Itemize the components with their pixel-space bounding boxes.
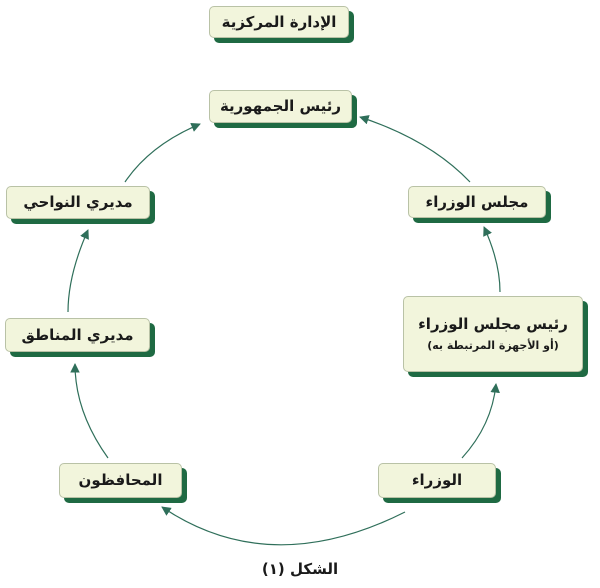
- region-directors-label: مديري المناطق: [21, 325, 134, 344]
- arrow-pm-to-council: [483, 226, 501, 293]
- president-label: رئيس الجمهورية: [219, 97, 342, 116]
- prime-minister-sub-label: (أو الأجهزة المرتبطة به): [427, 338, 559, 352]
- figure-caption: الشكل (١): [261, 560, 339, 578]
- arrow-council-to-president: [359, 115, 471, 183]
- prime-minister-box: رئيس مجلس الوزراء (أو الأجهزة المرتبطة ب…: [403, 296, 583, 372]
- district-directors-label: مديري النواحي: [23, 193, 133, 212]
- president-box: رئيس الجمهورية: [209, 90, 352, 123]
- arrow-ministers-to-pm: [461, 383, 500, 459]
- arrow-regions-to-districts: [67, 229, 89, 313]
- arrow-governors-to-regions: [70, 363, 109, 459]
- district-directors-box: مديري النواحي: [6, 186, 150, 219]
- central-admin-label: الإدارة المركزية: [221, 12, 337, 31]
- governors-label: المحافظون: [78, 471, 163, 490]
- arrow-districts-to-president: [124, 122, 201, 183]
- region-directors-box: مديري المناطق: [5, 318, 150, 352]
- governors-box: المحافظون: [59, 463, 182, 498]
- arrow-ministers-to-governors: [161, 506, 406, 546]
- council-of-ministers-label: مجلس الوزراء: [425, 192, 529, 211]
- ministers-label: الوزراء: [411, 471, 463, 490]
- central-admin-box: الإدارة المركزية: [209, 6, 349, 38]
- ministers-box: الوزراء: [378, 463, 496, 498]
- prime-minister-label: رئيس مجلس الوزراء: [418, 315, 568, 334]
- council-of-ministers-box: مجلس الوزراء: [408, 186, 546, 218]
